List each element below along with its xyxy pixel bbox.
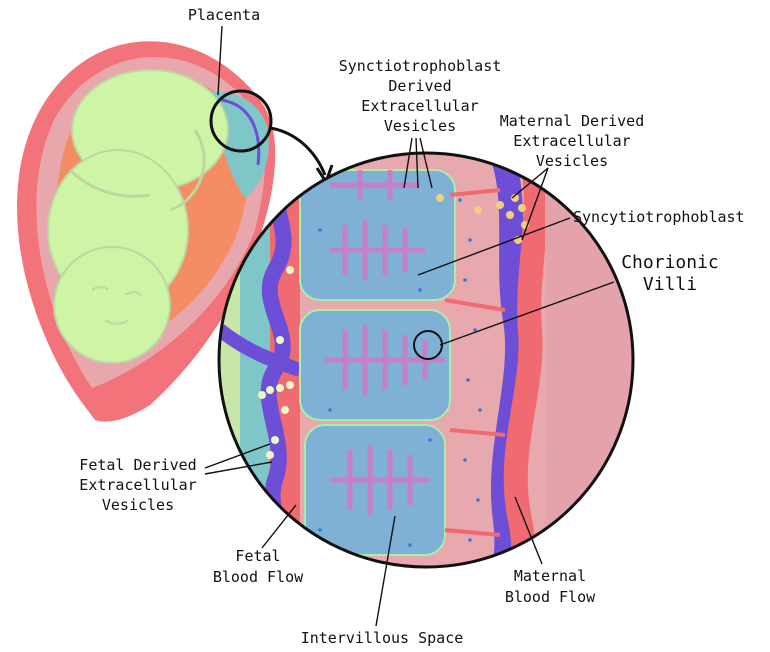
fetus [47, 69, 229, 364]
label-maternal-flow-1: Maternal [514, 567, 586, 585]
label-fetal-flow-1: Fetal [235, 547, 280, 565]
label-synctio-1: Synctiotrophoblast [339, 57, 502, 75]
fetal-vesicles [258, 266, 294, 459]
label-fetal-evs-2: Extracellular [79, 476, 196, 494]
label-maternal-evs-2: Extracellular [513, 132, 630, 150]
label-syncytiotrophoblast: Syncytiotrophoblast [573, 208, 745, 226]
label-fetal-flow-2: Blood Flow [213, 568, 304, 586]
label-fetal-evs-3: Vesicles [102, 496, 174, 514]
label-synctio-3: Extracellular [361, 97, 478, 115]
label-intervillous-space: Intervillous Space [301, 629, 464, 647]
label-chorionic-2: Villi [643, 274, 697, 295]
label-synctio-4: Vesicles [384, 117, 456, 135]
zoom-circle [209, 89, 273, 153]
label-maternal-evs-3: Vesicles [536, 152, 608, 170]
labels: Placenta Synctiotrophoblast Derived Extr… [79, 6, 744, 647]
label-chorionic-1: Chorionic [621, 252, 719, 273]
label-fetal-evs-1: Fetal Derived [79, 456, 196, 474]
chorionic-villi [299, 169, 456, 556]
label-maternal-evs-1: Maternal Derived [500, 112, 645, 130]
label-maternal-flow-2: Blood Flow [505, 588, 596, 606]
label-synctio-2: Derived [388, 77, 451, 95]
zoom-arrow [269, 126, 327, 176]
leader-lines [204, 25, 615, 627]
label-placenta: Placenta [188, 6, 260, 24]
fetus-face [91, 286, 142, 325]
magnified-border [217, 151, 635, 569]
blue-dots [318, 198, 482, 547]
